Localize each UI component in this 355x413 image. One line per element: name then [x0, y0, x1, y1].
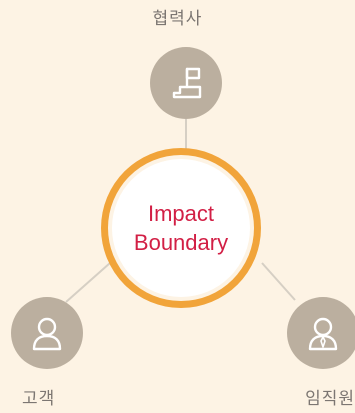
partner-icon — [172, 67, 202, 99]
customer-icon — [32, 317, 62, 351]
customer-node — [11, 297, 83, 369]
employee-icon — [308, 317, 338, 351]
connector-right — [261, 262, 296, 301]
employee-node — [287, 297, 355, 369]
customer-label: 고객 — [22, 389, 56, 409]
title-line-2: Boundary — [133, 230, 229, 255]
impact-boundary-title: Impact Boundary — [97, 144, 265, 312]
impact-boundary-ring — [101, 148, 261, 308]
title-line-1: Impact — [147, 201, 215, 226]
partner-node — [150, 47, 222, 119]
connector-left — [65, 262, 111, 303]
employee-label: 임직원 — [305, 389, 355, 409]
partner-label: 협력사 — [152, 9, 203, 29]
